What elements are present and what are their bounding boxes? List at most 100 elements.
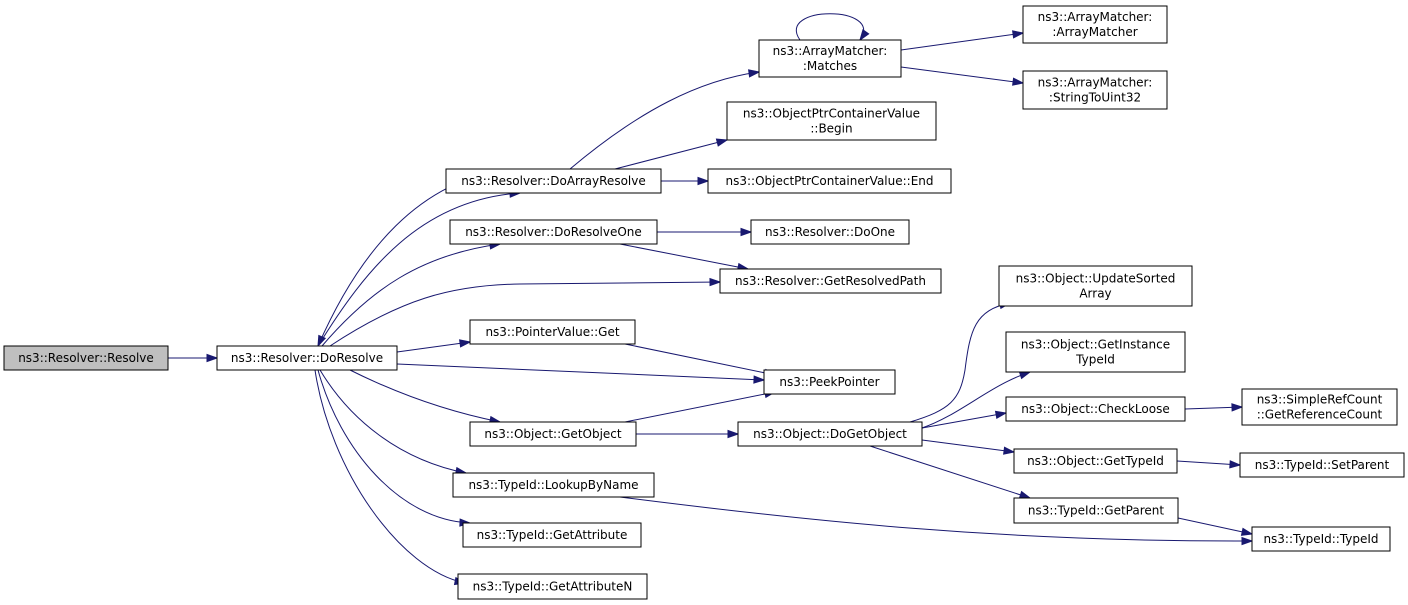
node-box [737,421,923,447]
edge-arrowhead [1018,371,1032,380]
node-label: ns3::PeekPointer [779,375,879,389]
edge-dogetobject-to-object_gettypeid [921,439,1016,455]
node-object_gettypeid[interactable]: ns3::Object::GetTypeId [1013,448,1178,474]
node-doone[interactable]: ns3::Resolver::DoOne [750,219,910,245]
node-am_matches[interactable]: ns3::ArrayMatcher::Matches [758,39,902,78]
node-am_ctor[interactable]: ns3::ArrayMatcher::ArrayMatcher [1022,5,1168,44]
edge-line [619,243,749,270]
edge-line [396,363,765,381]
edge-arrowhead [753,375,766,384]
node-box [1022,5,1168,44]
edge-doresolve-to-pointervalue_get [396,339,472,353]
edge-doresolveone-to-doone [657,227,753,237]
node-label: ns3::Object::CheckLoose [1021,402,1169,416]
node-getreferencecount[interactable]: ns3::SimpleRefCount::GetReferenceCount [1241,388,1398,426]
edge-arrowhead [459,339,472,348]
node-box [457,573,648,600]
node-box [452,472,655,498]
node-getattribute[interactable]: ns3::TypeId::GetAttribute [462,522,642,548]
edge-line [317,369,471,524]
node-label: ns3::Object::GetObject [484,427,622,441]
edge-doarrayresolve-to-opcv_end [661,176,710,186]
edge-object_getobject-to-dogetobject [636,429,740,439]
node-box [763,369,896,395]
edge-line [624,343,776,376]
node-doresolve[interactable]: ns3::Resolver::DoResolve [216,345,398,371]
edge-line [1176,460,1241,466]
edge-arrowhead [1018,490,1032,499]
node-label: ns3::TypeId::LookupByName [468,478,638,492]
node-typeid_getparent[interactable]: ns3::TypeId::GetParent [1013,497,1179,524]
node-typeid_typeid[interactable]: ns3::TypeId::TypeId [1251,526,1391,552]
edge-arrowhead [709,277,722,287]
node-doresolveone[interactable]: ns3::Resolver::DoResolveOne [449,219,658,245]
node-label: ns3::Resolver::GetResolvedPath [735,274,926,288]
edge-line [1177,517,1253,535]
edge-line [614,139,728,170]
node-label: ns3::ObjectPtrContainerValue [743,107,920,121]
node-box [1022,70,1168,110]
node-box [1013,497,1179,524]
node-label: ns3::Resolver::DoResolveOne [465,225,642,239]
node-lookupbyname[interactable]: ns3::TypeId::LookupByName [452,472,655,498]
node-box [726,101,937,141]
node-checkloose[interactable]: ns3::Object::CheckLoose [1005,396,1186,422]
node-getresolvedpath[interactable]: ns3::Resolver::GetResolvedPath [719,268,942,294]
edge-line [319,369,467,474]
node-am_stringtouint32[interactable]: ns3::ArrayMatcher::StringToUint32 [1022,70,1168,110]
edge-arrowhead [1012,77,1025,86]
node-box [469,319,636,345]
edge-arrowhead [859,29,870,42]
node-label: ns3::Object::DoGetObject [753,427,907,441]
node-peekpointer[interactable]: ns3::PeekPointer [763,369,896,395]
node-opcv_begin[interactable]: ns3::ObjectPtrContainerValue::Begin [726,101,937,141]
node-dogetobject[interactable]: ns3::Object::DoGetObject [737,421,923,447]
edge-object_gettypeid-to-typeid_setparent [1176,460,1242,469]
node-box [719,268,942,294]
node-box [1005,331,1186,373]
edge-line [619,496,1253,542]
node-label: ns3::TypeId::GetAttribute [477,528,628,542]
node-box [449,219,658,245]
node-label: TypeId [1075,353,1115,367]
edge-arrowhead [697,176,710,186]
edge-arrowhead [740,227,753,237]
edge-line [869,445,1031,499]
node-label: ns3::TypeId::SetParent [1255,458,1390,472]
node-label: ns3::ArrayMatcher: [773,44,888,58]
edge-arrowhead [1240,527,1254,536]
node-label: ::Begin [810,122,852,136]
node-label: :Matches [803,59,857,73]
node-typeid_setparent[interactable]: ns3::TypeId::SetParent [1239,452,1405,478]
node-doarrayresolve[interactable]: ns3::Resolver::DoArrayResolve [445,168,662,194]
node-box [462,522,642,548]
node-box [469,421,637,447]
edge-checkloose-to-getreferencecount [1184,403,1244,412]
edge-doresolveone-to-getresolvedpath [619,243,750,272]
node-object_getobject[interactable]: ns3::Object::GetObject [469,421,637,447]
node-box [445,168,662,194]
node-box [3,345,169,371]
node-opcv_end[interactable]: ns3::ObjectPtrContainerValue::End [707,168,952,194]
edge-resolve-to-doresolve [168,353,219,363]
edge-doresolve-to-peekpointer [396,363,766,384]
node-pointervalue_get[interactable]: ns3::PointerValue::Get [469,319,636,345]
node-label: ns3::TypeId::TypeId [1263,532,1378,546]
edge-lookupbyname-to-typeid_typeid [619,496,1254,546]
edge-dogetobject-to-checkloose [921,410,1008,429]
edge-arrowhead [317,334,327,348]
node-label: ns3::Resolver::Resolve [18,351,154,365]
edge-typeid_getparent-to-typeid_typeid [1177,517,1254,536]
edge-doarrayresolve-to-opcv_begin [614,138,729,170]
node-box [1241,388,1398,426]
edge-line [569,71,760,170]
edge-object_getobject-to-peekpointer [624,389,777,423]
node-label: ns3::Resolver::DoOne [765,225,895,239]
node-getattributen[interactable]: ns3::TypeId::GetAttributeN [457,573,648,600]
node-resolve[interactable]: ns3::Resolver::Resolve [3,345,169,371]
node-label: ns3::ArrayMatcher: [1038,10,1153,24]
node-box [216,345,398,371]
edge-line [796,13,864,41]
